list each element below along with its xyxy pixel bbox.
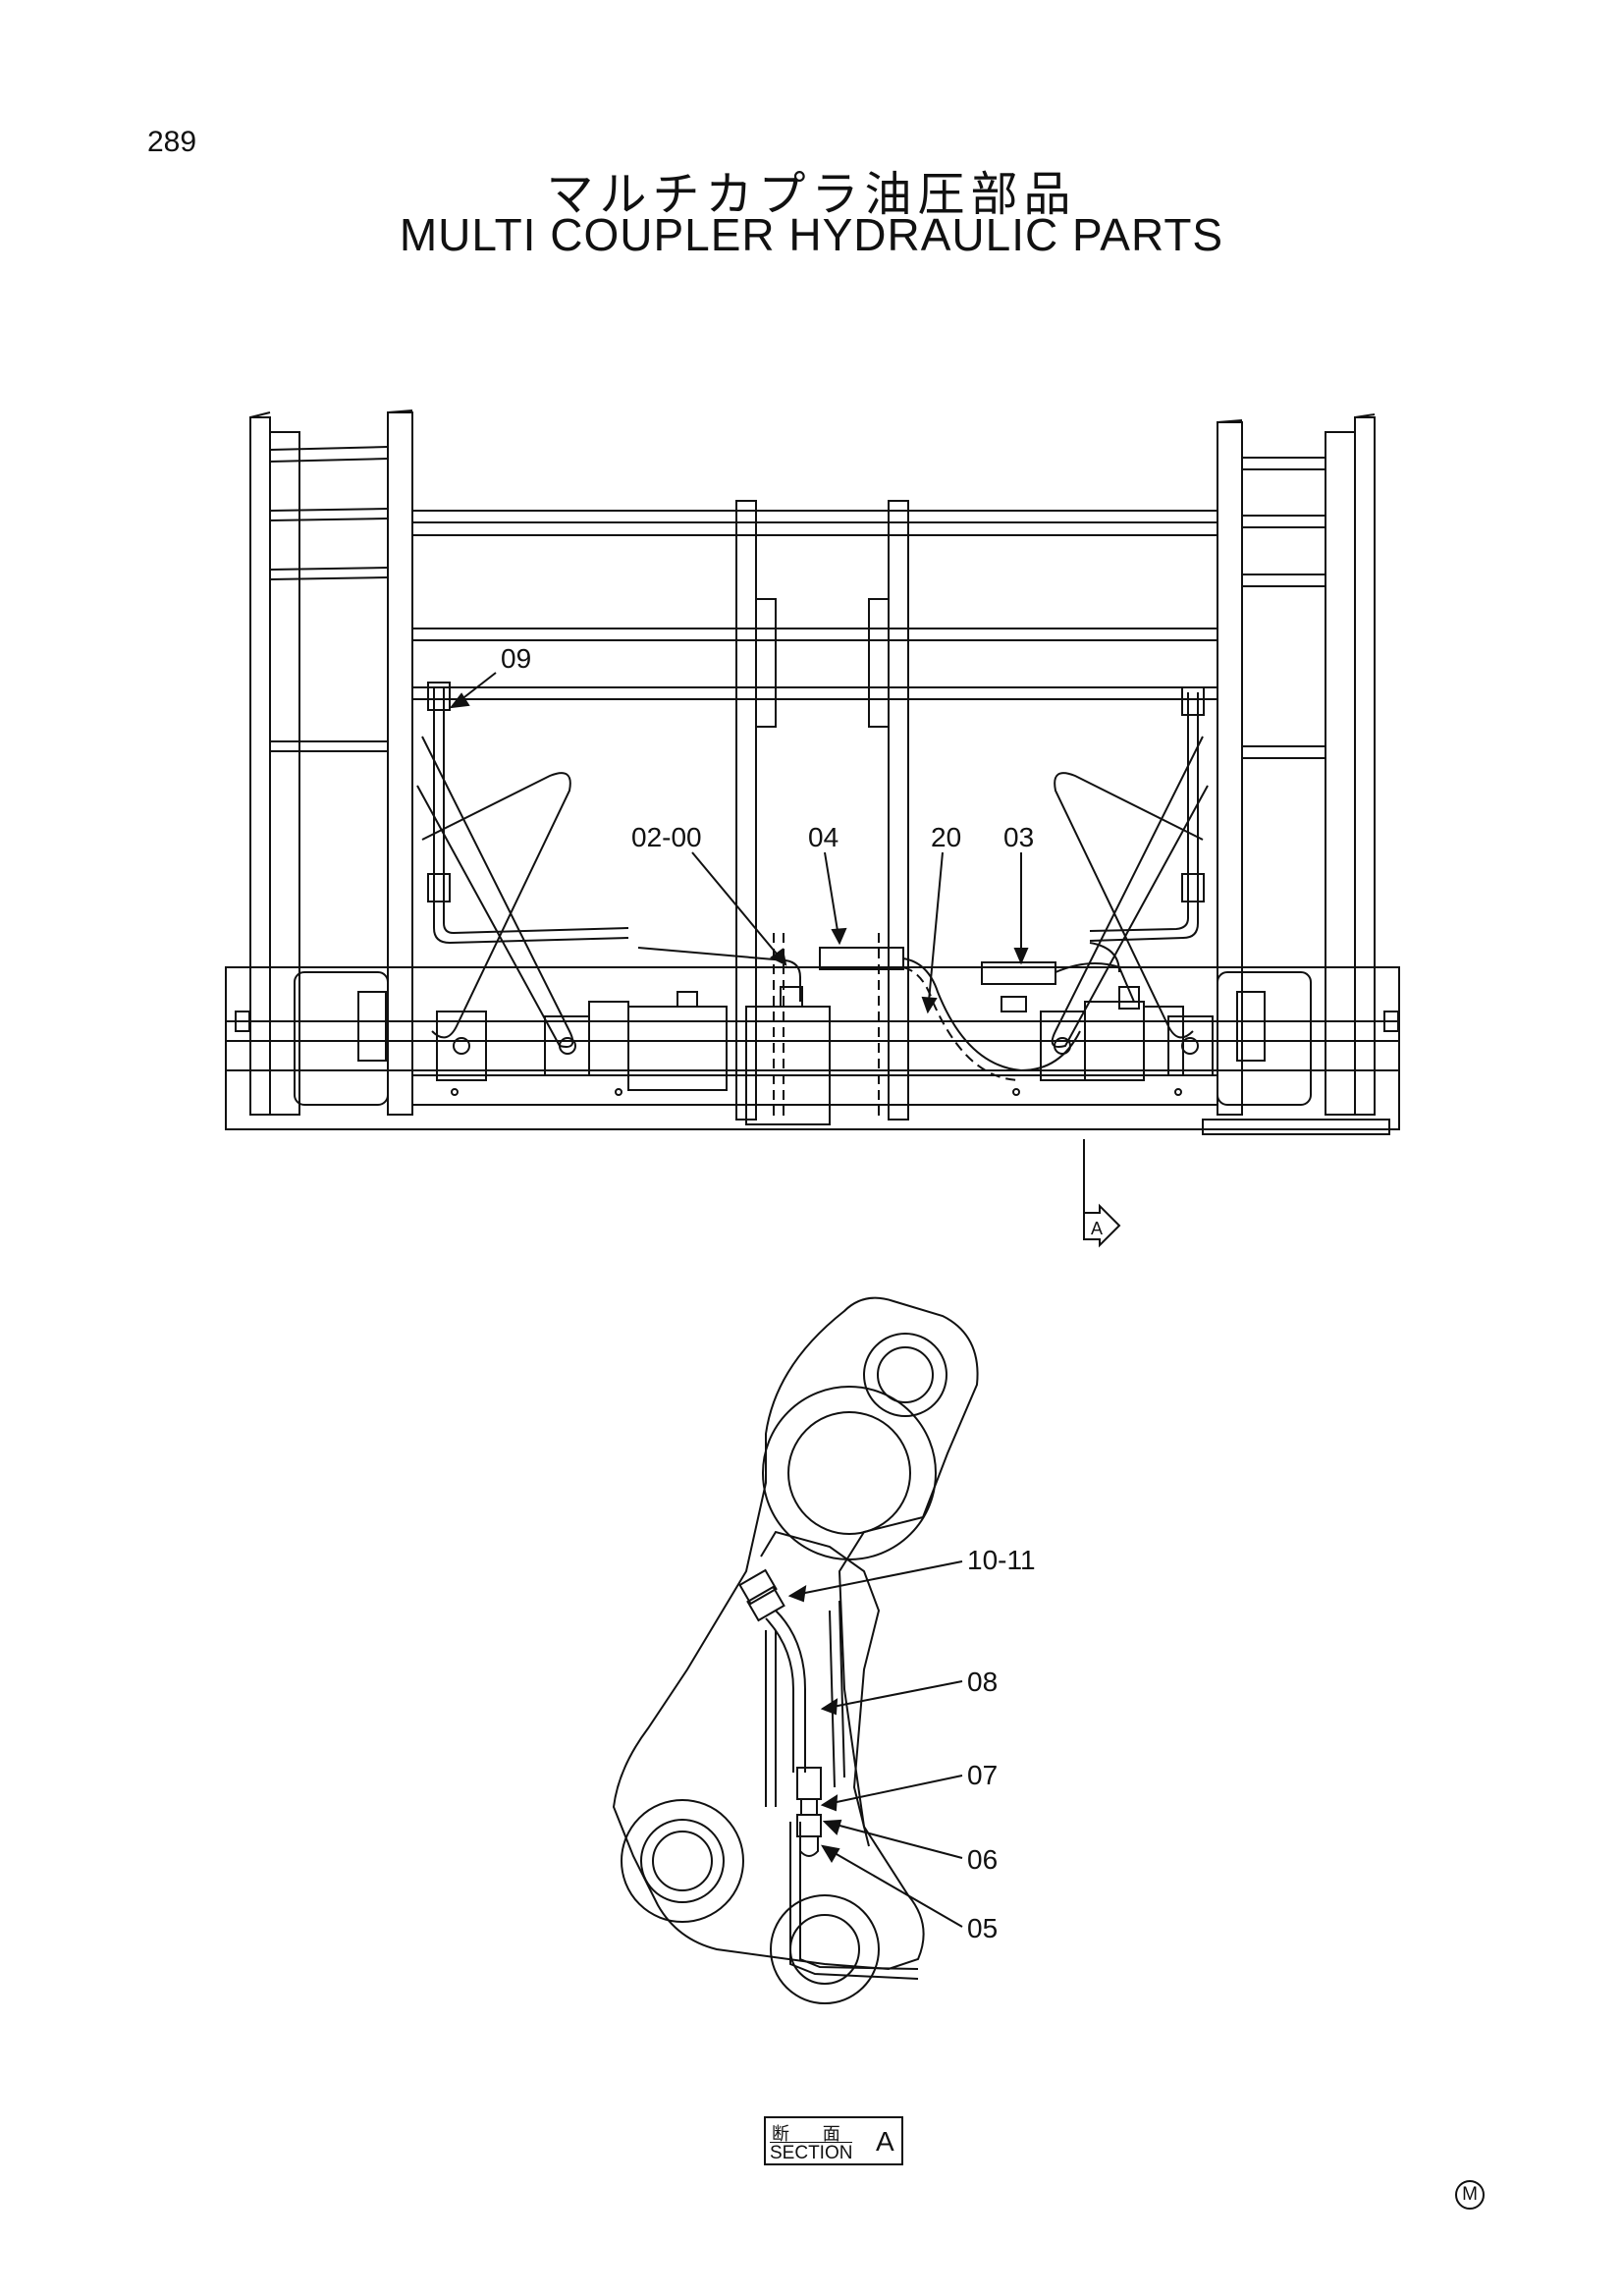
coupler-side-plate [612, 1296, 979, 1971]
right-frame-column [1217, 413, 1376, 1116]
leader-lines [787, 1560, 963, 1928]
callout-07: 07 [967, 1760, 998, 1790]
page-number: 289 [147, 126, 197, 158]
callout-20: 20 [931, 822, 961, 852]
callout-08: 08 [967, 1667, 998, 1697]
callout-05: 05 [967, 1913, 998, 1943]
callout-06: 06 [967, 1844, 998, 1875]
callout-02-00: 02-00 [631, 822, 702, 852]
section-arrow-a: A [1083, 1139, 1121, 1248]
page-title-english: MULTI COUPLER HYDRAULIC PARTS [399, 209, 1224, 260]
callout-09: 09 [501, 643, 531, 674]
section-hydraulic-pipe [738, 1568, 822, 1857]
callout-03: 03 [1003, 822, 1034, 852]
left-frame-column [249, 410, 413, 1116]
coupler-top-view: A [225, 410, 1400, 1248]
inner-plate-lines [760, 1530, 919, 1980]
page-title-japanese: マルチカプラ油圧部品 [546, 167, 1077, 222]
base-plate [225, 966, 1400, 1135]
section-label-letter: A [876, 2126, 894, 2157]
section-label-english: SECTION [770, 2142, 853, 2163]
lock-cylinders [436, 986, 1214, 1125]
section-a-label: 断 面 SECTION A [764, 2116, 903, 2165]
callout-04: 04 [808, 822, 839, 852]
pin-bores [621, 1333, 947, 2004]
section-a-view [612, 1296, 979, 2004]
maker-mark: M [1455, 2180, 1485, 2210]
cross-members [412, 510, 1217, 700]
hydraulic-hoses-top [427, 682, 1205, 1081]
top-leader-lines [449, 672, 1029, 1014]
centre-uprights [735, 500, 909, 1121]
callout-10-11: 10-11 [967, 1545, 1036, 1575]
section-arrow-label: A [1091, 1219, 1103, 1238]
pivot-arms [416, 736, 1209, 1048]
section-label-japanese: 断 面 [772, 2124, 854, 2145]
